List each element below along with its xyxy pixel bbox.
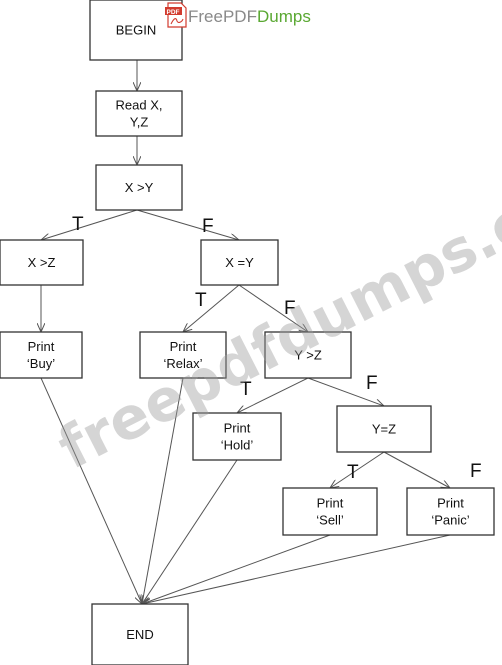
arrow-xeqy-to-relax bbox=[183, 284, 240, 332]
node-read-box bbox=[95, 90, 183, 137]
arrow-xgty-to-xeqy bbox=[136, 209, 239, 240]
node-read-text-2: Y,Z bbox=[130, 115, 149, 130]
node-yeqz: Y=Z bbox=[336, 405, 432, 453]
node-yeqz-text-1: Y=Z bbox=[372, 422, 396, 437]
arrow-sell-to-end bbox=[142, 534, 331, 604]
label-ygtz-true: T bbox=[240, 379, 252, 400]
arrow-hold-to-end bbox=[142, 459, 238, 604]
node-panic-box bbox=[406, 487, 495, 536]
node-begin-text-1: BEGIN bbox=[116, 23, 156, 38]
node-hold: Print ‘Hold’ bbox=[192, 412, 282, 461]
label-xgty-true: T bbox=[72, 214, 84, 235]
node-buy: Print ‘Buy’ bbox=[0, 331, 83, 379]
brand-logo: PDF FreePDFDumps bbox=[165, 2, 311, 28]
node-end-box bbox=[91, 603, 189, 665]
node-relax-text-2: ‘Relax’ bbox=[163, 356, 202, 371]
label-xgty-false: F bbox=[202, 216, 214, 237]
brand-name-part2: Dumps bbox=[257, 7, 311, 26]
label-yeqz-true: T bbox=[347, 462, 359, 483]
node-xgtz-text-1: X >Z bbox=[28, 255, 56, 270]
pdf-badge-label: PDF bbox=[167, 9, 180, 16]
node-sell-box bbox=[282, 487, 378, 536]
brand-name: FreePDFDumps bbox=[188, 7, 311, 26]
node-buy-box bbox=[0, 331, 83, 379]
node-xgtz: X >Z bbox=[0, 239, 84, 286]
node-sell: Print ‘Sell’ bbox=[282, 487, 378, 536]
pdf-file-icon: PDF bbox=[165, 2, 187, 28]
node-xgty: X >Y bbox=[95, 164, 183, 211]
node-read: Read X, Y,Z bbox=[95, 90, 183, 137]
node-panic-text-1: Print bbox=[437, 496, 464, 511]
connector-lines bbox=[41, 60, 450, 604]
label-yeqz-false: F bbox=[470, 461, 482, 482]
node-hold-text-2: ‘Hold’ bbox=[221, 438, 254, 453]
node-xgty-text-1: X >Y bbox=[125, 180, 154, 195]
brand-name-part1: FreePDF bbox=[188, 7, 257, 26]
node-buy-text-2: ‘Buy’ bbox=[27, 356, 55, 371]
arrow-xeqy-to-ygtz bbox=[238, 284, 308, 332]
node-relax-box bbox=[139, 331, 227, 379]
node-ygtz-box bbox=[264, 331, 352, 379]
node-yeqz-box bbox=[336, 405, 432, 453]
node-relax: Print ‘Relax’ bbox=[139, 331, 227, 379]
arrow-ygtz-to-yeqz bbox=[307, 377, 384, 406]
label-ygtz-false: F bbox=[366, 373, 378, 394]
arrow-yeqz-to-panic bbox=[383, 451, 450, 488]
arrow-panic-to-end bbox=[142, 534, 451, 604]
arrow-relax-to-end bbox=[142, 377, 184, 604]
node-sell-text-2: ‘Sell’ bbox=[316, 513, 344, 528]
node-xeqy: X =Y bbox=[200, 239, 279, 286]
node-end: END bbox=[91, 603, 189, 665]
node-hold-text-1: Print bbox=[224, 421, 251, 436]
arrow-yeqz-to-sell bbox=[330, 451, 385, 488]
node-panic: Print ‘Panic’ bbox=[406, 487, 495, 536]
node-xeqy-text-1: X =Y bbox=[225, 255, 254, 270]
node-end-text-1: END bbox=[126, 627, 153, 642]
node-buy-text-1: Print bbox=[28, 339, 55, 354]
node-ygtz: Y >Z bbox=[264, 331, 352, 379]
node-xeqy-box bbox=[200, 239, 279, 286]
node-xgty-box bbox=[95, 164, 183, 211]
node-xgtz-box bbox=[0, 239, 84, 286]
arrow-buy-to-end bbox=[40, 377, 142, 604]
node-ygtz-text-1: Y >Z bbox=[294, 348, 322, 363]
arrow-ygtz-to-hold bbox=[237, 377, 309, 413]
node-hold-box bbox=[192, 412, 282, 461]
node-read-text-1: Read X, bbox=[116, 98, 163, 113]
arrow-xgty-to-xgtz bbox=[41, 209, 138, 240]
node-panic-text-2: ‘Panic’ bbox=[431, 513, 469, 528]
node-relax-text-1: Print bbox=[170, 339, 197, 354]
node-sell-text-1: Print bbox=[317, 496, 344, 511]
label-xeqy-true: T bbox=[195, 290, 207, 311]
branch-labels: T F T F T F T F bbox=[72, 214, 482, 483]
label-xeqy-false: F bbox=[284, 298, 296, 319]
